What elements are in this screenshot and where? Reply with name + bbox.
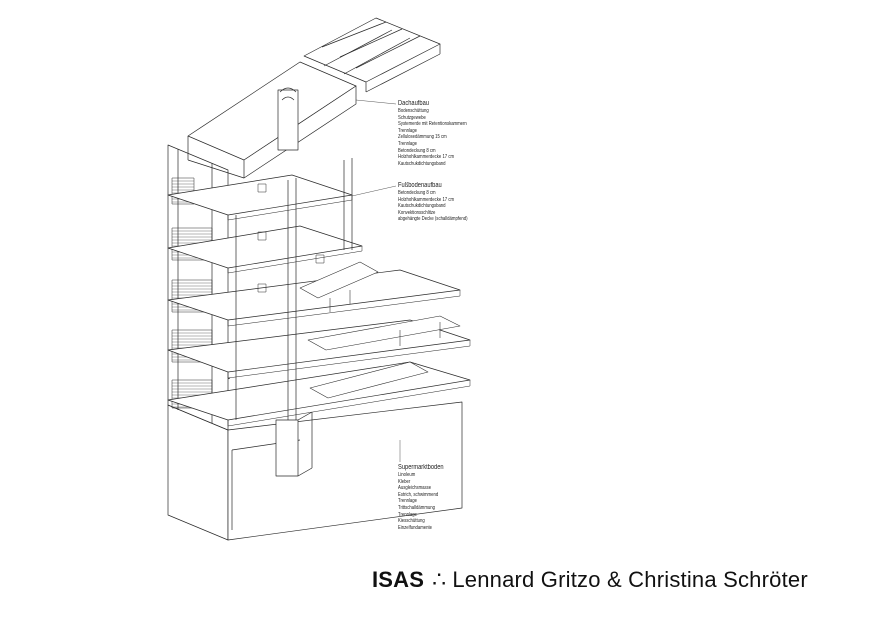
- legend-item: Estrich, schwimmend: [398, 491, 439, 498]
- structural-columns: [235, 158, 353, 420]
- legend-item: Betondeckung 8 cm: [398, 147, 436, 154]
- legend-floor-title: Fußbodenaufbau: [398, 182, 442, 189]
- caption-brand: ISAS: [372, 567, 425, 592]
- legend-roof-title: Dachaufbau: [398, 100, 429, 107]
- legend-item: Trennlage: [398, 127, 418, 134]
- caption-separator: ∴: [432, 567, 447, 592]
- roof-volume: [187, 61, 357, 179]
- legend-item: Trennlage: [398, 511, 418, 518]
- legend-item: Bodenschüttung: [398, 108, 429, 114]
- legend-item: Kiesschüttung: [398, 518, 425, 525]
- legend-item: abgehängte Decke (schalldämpfend): [398, 216, 468, 223]
- leader-lines: [351, 99, 401, 462]
- legend-item: Trennlage: [398, 140, 418, 147]
- legend-item: Ausgleichsmasse: [398, 485, 432, 492]
- legend-floor-buildup: Fußbodenaufbau Betondeckung 8 cm Holzhoh…: [398, 181, 468, 223]
- legend-item: Einzelfundamente: [398, 524, 433, 531]
- legend-item: Linoleum: [398, 472, 416, 478]
- legend-item: Holzhohlkammerdecke 17 cm: [398, 196, 455, 203]
- legend-item: Schutzgewebe: [398, 114, 426, 121]
- caption: ISAS ∴Lennard Gritzo & Christina Schröter: [372, 567, 808, 593]
- supermarket-base: [167, 377, 463, 541]
- legend-item: Kleber: [398, 478, 411, 485]
- legend-item: Kautschukdichtungsband: [398, 160, 446, 167]
- caption-authors: Lennard Gritzo & Christina Schröter: [452, 567, 808, 592]
- legend-supermarket-floor: Supermarktboden Linoleum Kleber Ausgleic…: [398, 463, 444, 531]
- legend-item: Kautschukdichtungsband: [398, 203, 446, 210]
- legend-item: Betondeckung 8 cm: [398, 190, 436, 196]
- legend-item: Trittschalldämmung: [398, 504, 435, 511]
- balconies: [299, 261, 461, 399]
- legend-item: Konvektionsschlitze: [398, 209, 436, 216]
- legend-roof-buildup: Dachaufbau Bodenschüttung Schutzgewebe S…: [398, 99, 467, 167]
- legend-item: Systemerde mit Retentionskammern: [398, 121, 467, 128]
- inner-openings: [257, 183, 325, 293]
- legend-item: Zellulosedämmung 15 cm: [398, 134, 447, 141]
- legend-market-title: Supermarktboden: [398, 464, 444, 471]
- solar-canopy: [303, 17, 441, 93]
- legend-item: Trennlage: [398, 498, 418, 505]
- legend-item: Holzhohlkammerdecke 17 cm: [398, 154, 455, 161]
